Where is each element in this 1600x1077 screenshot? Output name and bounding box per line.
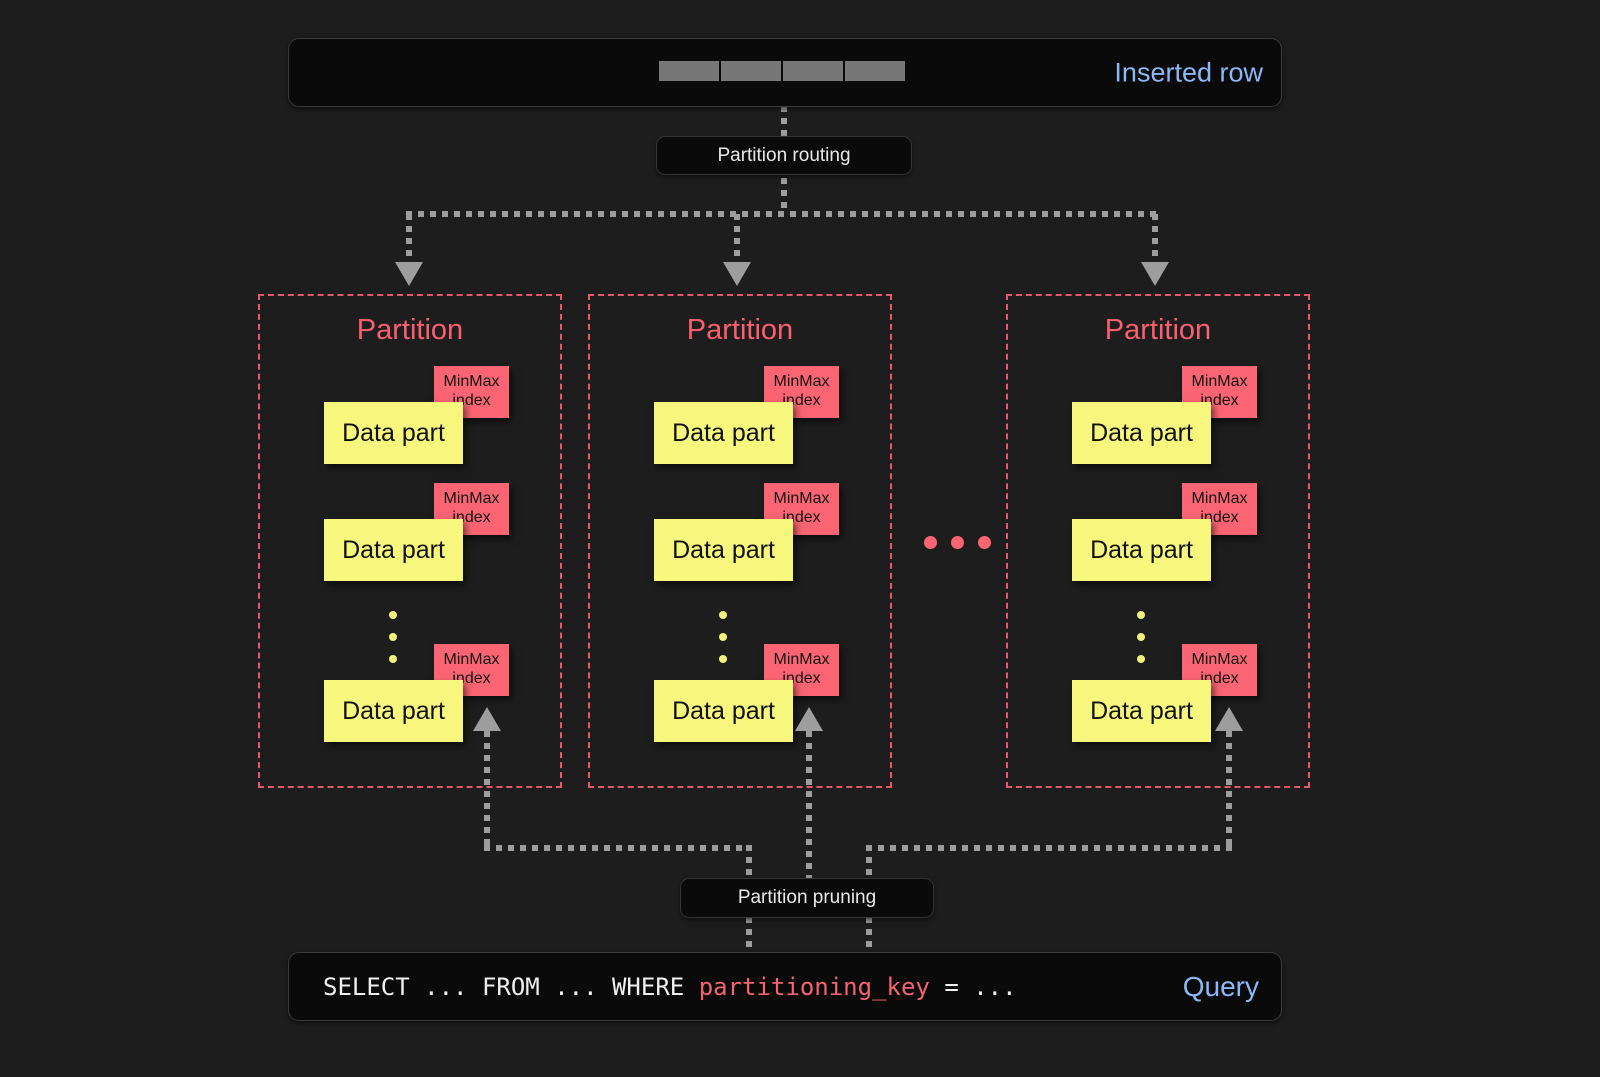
arrowhead-prune-1	[473, 707, 501, 731]
partitions-ellipsis	[924, 536, 991, 549]
query-text: SELECT ... FROM ... WHERE partitioning_k…	[323, 973, 1017, 1001]
ellipsis-dot	[951, 536, 964, 549]
row-cell	[783, 61, 843, 81]
data-part-box: Data part	[1072, 402, 1211, 464]
ellipsis-dot	[1137, 633, 1145, 641]
inserted-row-label: Inserted row	[1114, 57, 1263, 87]
data-part-box: Data part	[1072, 680, 1211, 742]
arrowhead-partition-3	[1141, 262, 1169, 286]
query-suffix: = ...	[929, 972, 1017, 1001]
arrowhead-prune-2	[795, 707, 823, 731]
ellipsis-dot	[389, 655, 397, 663]
query-prefix: SELECT ... FROM ... WHERE	[323, 972, 699, 1001]
vertical-ellipsis	[389, 611, 397, 677]
arrowhead-partition-1	[395, 262, 423, 286]
row-cell	[845, 61, 905, 81]
ellipsis-dot	[1137, 655, 1145, 663]
partition-title: Partition	[1104, 314, 1212, 346]
data-part-box: Data part	[324, 680, 463, 742]
partition-title: Partition	[686, 314, 794, 346]
connector-routing-bus	[406, 211, 1158, 217]
ellipsis-dot	[978, 536, 991, 549]
arrowhead-prune-3	[1215, 707, 1243, 731]
data-part-box: Data part	[324, 402, 463, 464]
minmax-line-1: MinMax	[1191, 651, 1248, 669]
ellipsis-dot	[719, 633, 727, 641]
connector-prune-bus-right	[866, 845, 1232, 851]
minmax-line-1: MinMax	[1191, 373, 1248, 391]
vertical-ellipsis	[719, 611, 727, 677]
inserted-row-cells	[659, 61, 905, 81]
ellipsis-dot	[924, 536, 937, 549]
minmax-line-1: MinMax	[773, 651, 830, 669]
query-partitioning-key: partitioning_key	[698, 972, 930, 1001]
partition-routing-label: Partition routing	[656, 136, 912, 175]
partition-title: Partition	[356, 314, 464, 346]
minmax-line-1: MinMax	[1191, 490, 1248, 508]
minmax-line-1: MinMax	[773, 490, 830, 508]
minmax-line-1: MinMax	[443, 651, 500, 669]
data-part-box: Data part	[1072, 519, 1211, 581]
minmax-line-1: MinMax	[443, 373, 500, 391]
connector-prune-bus-left	[484, 845, 752, 851]
row-cell	[659, 61, 719, 81]
data-part-box: Data part	[324, 519, 463, 581]
ellipsis-dot	[719, 611, 727, 619]
connector-drop-partition-1	[406, 214, 412, 264]
query-bar: SELECT ... FROM ... WHERE partitioning_k…	[288, 952, 1282, 1021]
row-cell	[721, 61, 781, 81]
connector-drop-partition-2	[734, 214, 740, 264]
ellipsis-dot	[389, 633, 397, 641]
partition-pruning-label: Partition pruning	[680, 878, 934, 918]
inserted-row-bar: Inserted row	[288, 38, 1282, 107]
data-part-box: Data part	[654, 519, 793, 581]
data-part-box: Data part	[654, 680, 793, 742]
minmax-line-1: MinMax	[443, 490, 500, 508]
minmax-line-1: MinMax	[773, 373, 830, 391]
arrowhead-partition-2	[723, 262, 751, 286]
ellipsis-dot	[389, 611, 397, 619]
connector-prune-up-1	[484, 731, 490, 848]
connector-prune-up-2	[806, 731, 812, 894]
vertical-ellipsis	[1137, 611, 1145, 677]
data-part-box: Data part	[654, 402, 793, 464]
ellipsis-dot	[1137, 611, 1145, 619]
ellipsis-dot	[719, 655, 727, 663]
query-label: Query	[1182, 970, 1259, 1002]
connector-drop-partition-3	[1152, 214, 1158, 264]
connector-prune-up-3	[1226, 731, 1232, 848]
